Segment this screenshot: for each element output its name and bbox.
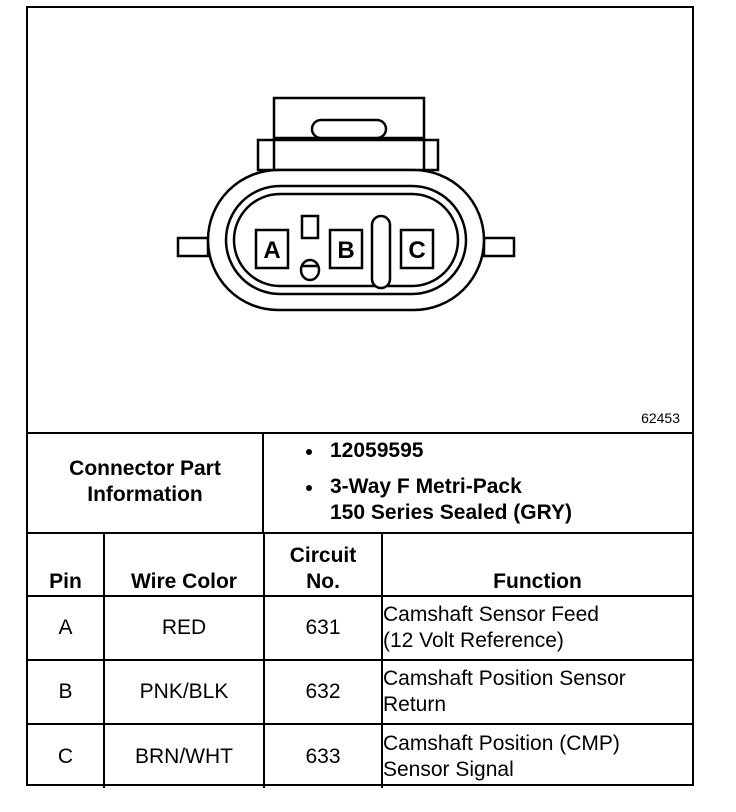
connector-part-label: Connector Part Information: [28, 432, 264, 532]
connector-part-info: Connector Part Information 12059595 3-Wa…: [28, 432, 692, 534]
cavity-a: [254, 228, 290, 270]
table-row: B PNK/BLK 632 Camshaft Position Sensor R…: [28, 659, 692, 725]
function-line2: Return: [383, 693, 447, 716]
polarization-key: [300, 214, 320, 240]
wire-color-cell: PNK/BLK: [103, 659, 265, 725]
function-line1: Camshaft Position Sensor: [383, 667, 626, 690]
connector-drawing: A B C: [176, 96, 516, 312]
connector-part-values: 12059595 3-Way F Metri-Pack 150 Series S…: [264, 432, 692, 532]
pin-label-c: C: [408, 237, 425, 264]
header-circuit: Circuit No.: [263, 532, 383, 597]
figure-id: 62453: [641, 410, 680, 426]
divider-rib: [370, 214, 392, 290]
right-ear: [482, 236, 516, 258]
pin-table: Pin Wire Color Circuit No. Function A RE…: [28, 532, 692, 788]
function-cell: Camshaft Position (CMP) Sensor Signal: [381, 723, 692, 788]
function-line1: Camshaft Position (CMP): [383, 731, 620, 755]
polarization-hole: [299, 258, 321, 282]
connector-sheet: A B C 62453 Connector Part Information 1…: [26, 6, 694, 788]
circuit-cell: 633: [263, 723, 383, 788]
connector-shoulder: [256, 138, 440, 172]
bullet-icon: [306, 485, 312, 491]
bullet-icon: [306, 449, 312, 455]
function-line1: Camshaft Sensor Feed: [383, 603, 599, 626]
cavity-c: [399, 228, 435, 270]
function-cell: Camshaft Position Sensor Return: [381, 659, 692, 725]
table-row: A RED 631 Camshaft Sensor Feed (12 Volt …: [28, 595, 692, 661]
connector-part-label-line1: Connector Part: [69, 457, 221, 480]
header-pin: Pin: [28, 532, 105, 597]
header-circuit-line1: Circuit: [289, 544, 357, 567]
lock-slot: [310, 118, 388, 140]
cavity-b: [328, 228, 364, 270]
pin-cell: B: [28, 659, 105, 725]
header-wire-color: Wire Color: [103, 532, 265, 597]
function-line2: (12 Volt Reference): [383, 629, 564, 652]
pin-label-a: A: [263, 237, 280, 264]
header-circuit-line2: No.: [306, 570, 340, 593]
part-description-line1: 3-Way F Metri-Pack: [330, 475, 522, 498]
part-description-line2: 150 Series Sealed (GRY): [330, 501, 573, 524]
wire-color-cell: RED: [103, 595, 265, 661]
part-number: 12059595: [330, 439, 424, 462]
connector-figure: A B C 62453: [28, 8, 692, 434]
circuit-cell: 632: [263, 659, 383, 725]
circuit-cell: 631: [263, 595, 383, 661]
wire-color-cell: BRN/WHT: [103, 723, 265, 788]
left-ear: [176, 236, 210, 258]
function-cell: Camshaft Sensor Feed (12 Volt Reference): [381, 595, 692, 661]
function-line2: Sensor Signal: [383, 757, 514, 781]
connector-part-label-line2: Information: [87, 483, 203, 506]
table-row: C BRN/WHT 633 Camshaft Position (CMP) Se…: [28, 723, 692, 788]
pin-label-b: B: [337, 237, 354, 264]
pin-cell: C: [28, 723, 105, 788]
pin-cell: A: [28, 595, 105, 661]
header-function: Function: [381, 532, 692, 597]
pin-table-header: Pin Wire Color Circuit No. Function: [28, 532, 692, 597]
